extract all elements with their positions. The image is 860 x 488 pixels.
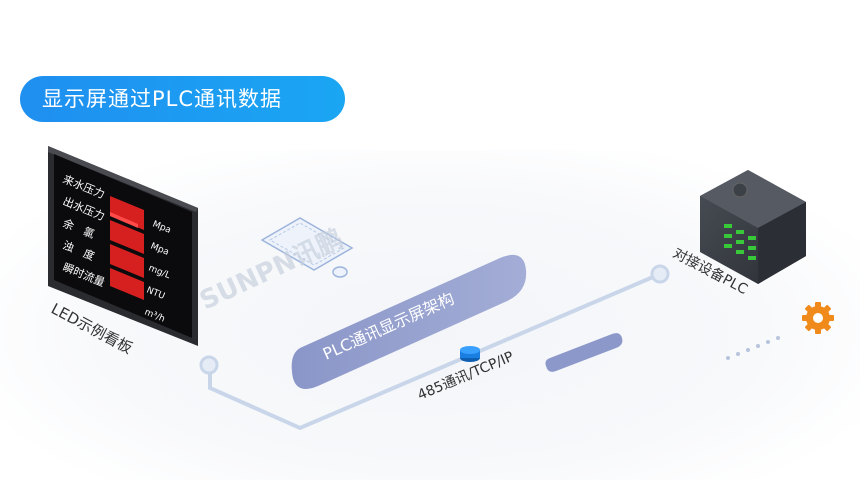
keyboard-icon [260,217,354,271]
mouse-icon [332,266,348,278]
led-board [48,146,198,346]
plc-device [700,170,806,284]
node-led [199,355,219,375]
plc-terminal-leds [724,224,756,260]
node-plc [650,264,670,284]
protocol-node-icon [460,346,480,362]
gear-icon [802,302,834,334]
decorative-pill [545,333,623,372]
page-title: 显示屏通过PLC通讯数据 [20,76,345,122]
dotted-trail [726,336,780,360]
led-digits [110,196,144,300]
